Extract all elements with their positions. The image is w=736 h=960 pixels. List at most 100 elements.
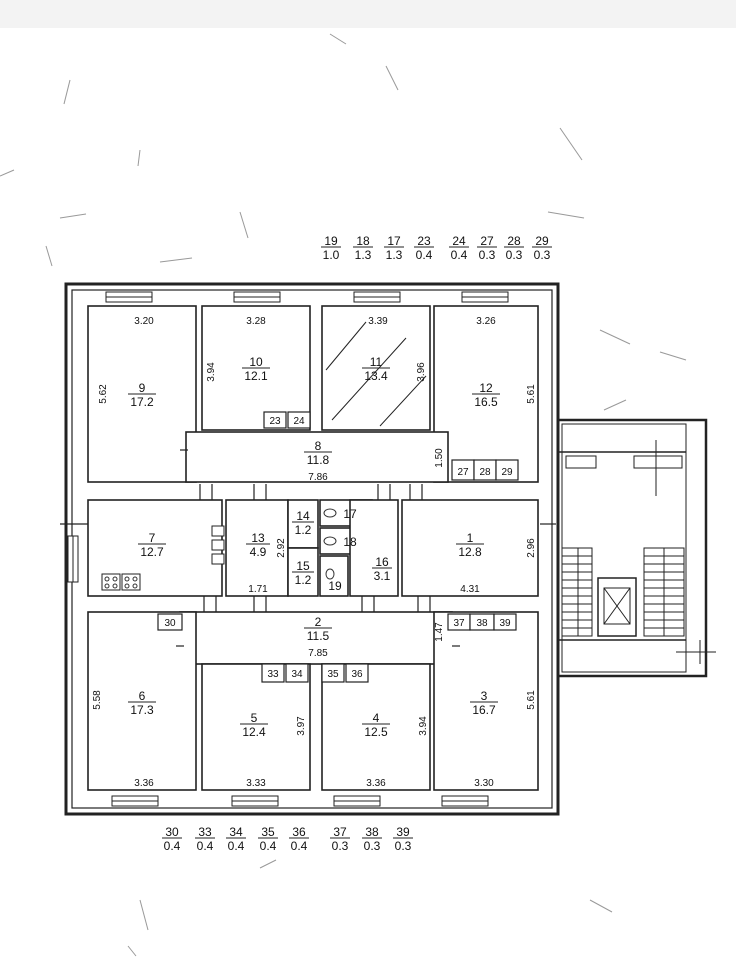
room-16-area: 3.1	[374, 569, 391, 583]
room-2-number: 2	[315, 615, 322, 629]
room-12	[433, 305, 539, 483]
legend-top-area: 1.3	[355, 248, 372, 262]
legend-top: 19 1.0 18 1.3 17 1.3 23 0.4 24 0.4 27 0.…	[321, 234, 552, 262]
room-11-number: 11	[370, 355, 383, 369]
dim-h5: 3.97	[296, 716, 307, 736]
dim-w13: 1.71	[248, 584, 268, 595]
closet-label: 36	[351, 669, 363, 680]
room-8-number: 8	[315, 439, 322, 453]
room-4	[321, 663, 431, 791]
legend-top-num: 27	[480, 234, 494, 248]
dim-w3: 3.30	[474, 778, 494, 789]
top-strip	[0, 0, 736, 28]
dim-w4: 3.36	[366, 778, 386, 789]
dim-w12: 3.26	[476, 316, 496, 327]
legend-top-num: 19	[324, 234, 338, 248]
window-left	[67, 535, 79, 583]
room-14	[287, 499, 319, 549]
room-13	[225, 499, 289, 597]
legend-top-num: 23	[417, 234, 431, 248]
legend-top-area: 1.0	[323, 248, 340, 262]
closet-label: 29	[501, 467, 513, 478]
dim-h13: 2.92	[276, 538, 287, 558]
room-7-area: 12.7	[140, 545, 164, 559]
room-7-number: 7	[149, 531, 156, 545]
legend-bottom-area: 0.3	[332, 839, 349, 853]
dim-h2: 1.47	[434, 622, 445, 642]
windows-top	[105, 291, 509, 303]
room-4-number: 4	[373, 711, 380, 725]
closet-label: 38	[476, 618, 488, 629]
closet-label: 35	[327, 669, 339, 680]
dim-h12: 5.61	[526, 384, 537, 404]
dim-w11: 3.39	[368, 316, 388, 327]
stove-icon	[101, 573, 141, 591]
room-13-area: 4.9	[250, 545, 267, 559]
room-2	[179, 611, 453, 665]
room-14-area: 1.2	[295, 523, 312, 537]
sink-icon	[211, 525, 225, 565]
room-15-number: 15	[296, 559, 310, 573]
dim-h6: 5.58	[92, 690, 103, 710]
legend-bottom-area: 0.4	[164, 839, 181, 853]
closet-label: 27	[457, 467, 469, 478]
dim-w2: 7.85	[308, 648, 328, 659]
closet-label: 39	[499, 618, 511, 629]
closet-label: 24	[293, 416, 305, 427]
dim-h8: 1.50	[434, 448, 445, 468]
dim-w8: 7.86	[308, 472, 328, 483]
dim-h11: 3.96	[416, 362, 427, 382]
legend-top-area: 0.3	[506, 248, 523, 262]
room-14-number: 14	[296, 509, 310, 523]
legend-bottom-area: 0.4	[197, 839, 214, 853]
room-5-area: 12.4	[242, 725, 266, 739]
legend-bottom-area: 0.3	[364, 839, 381, 853]
room-6-area: 17.3	[130, 703, 154, 717]
door-marks	[60, 449, 556, 647]
room-5-number: 5	[251, 711, 258, 725]
closet-label: 30	[164, 618, 176, 629]
legend-top-area: 0.3	[479, 248, 496, 262]
room-9-area: 17.2	[130, 395, 154, 409]
room-3-number: 3	[481, 689, 488, 703]
windows-bottom	[111, 795, 489, 807]
legend-bottom-area: 0.4	[291, 839, 308, 853]
dim-w1: 4.31	[460, 584, 480, 595]
room-1-number: 1	[467, 531, 474, 545]
room-13-number: 13	[251, 531, 265, 545]
dim-h10: 3.94	[206, 362, 217, 382]
room-1	[401, 499, 539, 597]
legend-bottom-area: 0.4	[260, 839, 277, 853]
room-10-number: 10	[249, 355, 263, 369]
staircase-annex	[556, 418, 716, 678]
closet-label: 34	[291, 669, 303, 680]
legend-top-num: 28	[507, 234, 521, 248]
dim-h9: 5.62	[98, 384, 109, 404]
room-10-area: 12.1	[244, 369, 268, 383]
room-4-area: 12.5	[364, 725, 388, 739]
closet-label: 33	[267, 669, 279, 680]
closet-label: 23	[269, 416, 281, 427]
room-11-hatch	[325, 321, 427, 427]
legend-top-area: 1.3	[386, 248, 403, 262]
dim-h4: 3.94	[418, 716, 429, 736]
legend-bottom-num: 39	[396, 825, 410, 839]
room-1-area: 12.8	[458, 545, 482, 559]
legend-bottom-num: 38	[365, 825, 379, 839]
legend-top-num: 24	[452, 234, 466, 248]
room-3-area: 16.7	[472, 703, 496, 717]
room-16-number: 16	[375, 555, 389, 569]
legend-bottom-num: 36	[292, 825, 306, 839]
room-3	[433, 611, 539, 791]
toilet-icon	[323, 508, 337, 580]
legend-bottom-area: 0.4	[228, 839, 245, 853]
room-8	[185, 431, 449, 483]
legend-top-num: 29	[535, 234, 549, 248]
closet-label: 37	[453, 618, 465, 629]
legend-bottom-num: 34	[229, 825, 243, 839]
room-6-number: 6	[139, 689, 146, 703]
legend-bottom-num: 33	[198, 825, 212, 839]
legend-bottom-num: 35	[261, 825, 275, 839]
legend-bottom-area: 0.3	[395, 839, 412, 853]
room-6	[87, 611, 197, 791]
